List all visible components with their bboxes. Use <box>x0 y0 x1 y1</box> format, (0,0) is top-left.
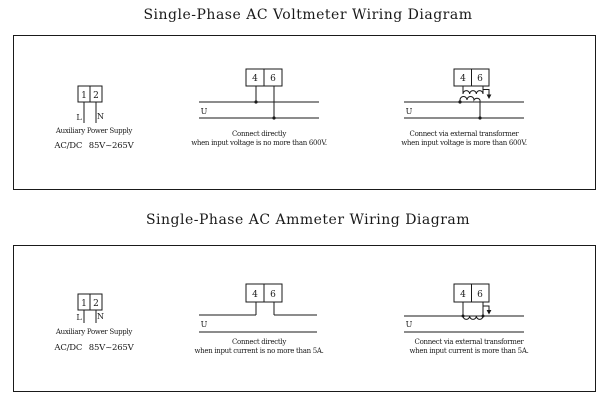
bus-label: U <box>406 107 413 116</box>
junction-dot <box>478 116 482 120</box>
live-label: L <box>76 313 82 322</box>
terminal-6-label: 6 <box>270 290 276 300</box>
ground-branch-wire <box>483 89 490 95</box>
transformer-caption-line2: when input current is more than 5A. <box>409 347 528 355</box>
terminal-1-label: 1 <box>81 91 87 101</box>
voltmeter-drawing: 1 2 L N Auxiliary Power Supply AC/DC 85V… <box>53 68 528 151</box>
terminal-4-label: 4 <box>252 290 258 300</box>
bus-label: U <box>201 320 208 329</box>
neutral-label: N <box>97 312 104 321</box>
direct-caption-line2: when input current is no more than 5A. <box>194 347 323 355</box>
bus-label: U <box>406 320 413 329</box>
terminal-1-label: 1 <box>81 299 87 309</box>
pt-secondary-winding-icon <box>462 90 484 95</box>
aux-caption: Auxiliary Power Supply <box>55 127 132 135</box>
direct-caption-line2: when input voltage is no more than 600V. <box>191 139 327 147</box>
direct-caption-line1: Connect directly <box>232 130 286 138</box>
voltmeter-transformer-diagram: 4 6 U Connect via external transformer w… <box>401 68 528 147</box>
voltmeter-aux-power-diagram: 1 2 L N Auxiliary Power Supply AC/DC 85V… <box>53 85 135 151</box>
voltmeter-direct-diagram: 4 6 U Connect directly when input voltag… <box>191 68 328 147</box>
ground-branch-wire <box>483 305 490 311</box>
ammeter-title: Single-Phase AC Ammeter Wiring Diagram <box>145 212 471 228</box>
ct-winding-icon <box>462 315 484 320</box>
terminal-4-label: 4 <box>460 74 466 84</box>
ammeter-transformer-diagram: 4 6 U Connect via external transformer w… <box>404 283 529 355</box>
transformer-caption-line2: when input voltage is more than 600V. <box>401 139 527 147</box>
aux-caption: Auxiliary Power Supply <box>55 328 132 336</box>
junction-dot <box>461 314 465 318</box>
terminal-4-label: 4 <box>460 290 466 300</box>
transformer-caption-line1: Connect via external transformer <box>410 130 520 138</box>
terminal-2-label: 2 <box>93 91 99 101</box>
transformer-caption-line1: Connect via external transformer <box>415 338 525 346</box>
junction-dot <box>481 314 485 318</box>
terminal-2-label: 2 <box>93 299 99 309</box>
ammeter-panel: 1 2 L N Auxiliary Power Supply AC/DC 85V… <box>13 245 596 392</box>
ground-arrow-icon <box>486 310 492 315</box>
direct-caption-line1: Connect directly <box>232 338 286 346</box>
voltmeter-panel: 1 2 L N Auxiliary Power Supply AC/DC 85V… <box>13 35 596 190</box>
neutral-label: N <box>97 112 104 121</box>
junction-dot <box>272 116 276 120</box>
ammeter-drawing: 1 2 L N Auxiliary Power Supply AC/DC 85V… <box>53 283 529 355</box>
voltmeter-title: Single-Phase AC Voltmeter Wiring Diagram <box>143 7 473 23</box>
junction-dot <box>254 100 258 104</box>
aux-rating: AC/DC 85V~265V <box>53 141 134 151</box>
pt-primary-winding-icon <box>459 96 481 102</box>
terminal-6-label: 6 <box>477 74 483 84</box>
ground-arrow-icon <box>486 94 492 99</box>
terminal-6-label: 6 <box>477 290 483 300</box>
terminal-6-label: 6 <box>270 74 276 84</box>
terminal-4-label: 4 <box>252 74 258 84</box>
aux-rating: AC/DC 85V~265V <box>53 343 134 353</box>
bus-label: U <box>201 107 208 116</box>
ammeter-direct-diagram: 4 6 U Connect directly when input curren… <box>194 283 324 355</box>
junction-dot <box>458 100 462 104</box>
ammeter-aux-power-diagram: 1 2 L N Auxiliary Power Supply AC/DC 85V… <box>53 293 135 353</box>
live-label: L <box>76 113 82 122</box>
